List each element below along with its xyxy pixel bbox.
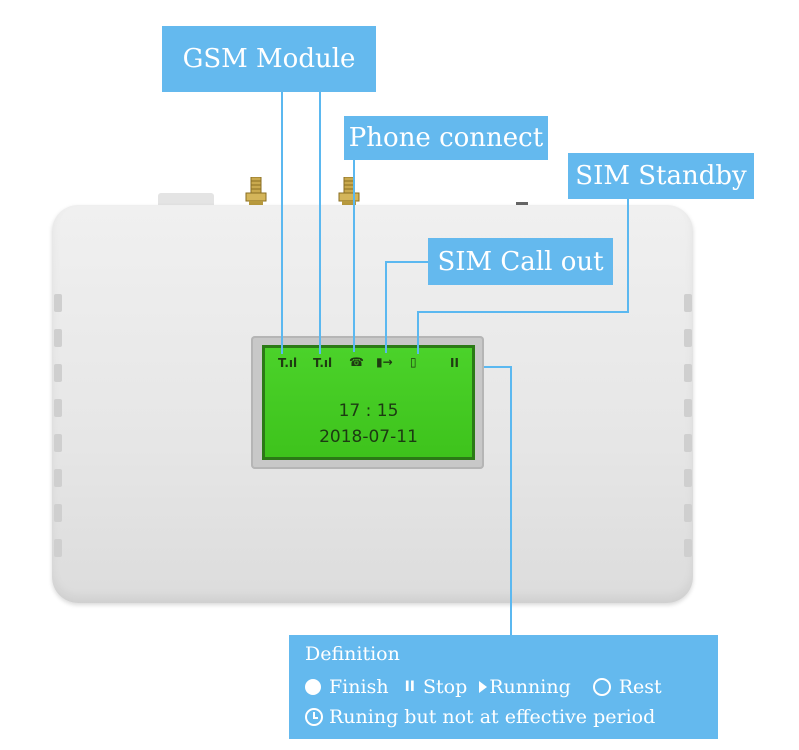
definition-panel: Definition Finish II Stop Running Rest R… — [289, 635, 718, 739]
gsm-signal-2-icon: T.ıl — [313, 356, 332, 370]
running-not-effective-label: Runing but not at effective period — [329, 706, 655, 728]
stop-label: Stop — [423, 676, 467, 698]
sim-standby-icon: ▯ — [410, 355, 417, 369]
vent-slot — [54, 399, 62, 417]
clock-icon — [305, 708, 323, 726]
callout-line-sim-call-out-h — [385, 261, 429, 263]
vent-slot — [684, 329, 692, 347]
sim-call-out-icon: ▮→ — [376, 355, 393, 369]
vent-slot — [54, 539, 62, 557]
vent-slot — [684, 364, 692, 382]
callout-line-status — [510, 366, 512, 636]
definition-stop: II Stop — [389, 676, 468, 698]
definition-running: Running — [467, 676, 571, 698]
pause-icon: II — [405, 679, 415, 695]
vent-slot — [54, 504, 62, 522]
vent-slot — [684, 504, 692, 522]
definition-row-1: Finish II Stop Running Rest — [305, 676, 662, 698]
rest-label: Rest — [619, 676, 662, 698]
label-gsm-module: GSM Module — [162, 26, 376, 92]
vent-slot — [54, 329, 62, 347]
vent-slot — [684, 294, 692, 312]
vent-slot — [684, 469, 692, 487]
callout-line-status-h — [484, 366, 512, 368]
finish-label: Finish — [329, 676, 389, 698]
vent-slot — [54, 364, 62, 382]
callout-line-gsm-1 — [281, 92, 283, 354]
label-sim-standby: SIM Standby — [568, 153, 754, 199]
callout-line-sim-standby-h — [417, 311, 629, 313]
definition-finish: Finish — [305, 676, 389, 698]
antenna-connector-1 — [243, 177, 269, 207]
callout-line-phone — [353, 160, 355, 352]
antenna-connector-2 — [336, 177, 362, 207]
callout-line-gsm-2 — [319, 92, 321, 354]
vent-slot — [54, 294, 62, 312]
label-sim-call-out: SIM Call out — [428, 238, 613, 285]
callout-line-sim-standby-v — [417, 311, 419, 354]
gsm-signal-1-icon: T.ıl — [278, 356, 297, 370]
finish-circle-icon — [305, 679, 321, 695]
vent-slot — [684, 399, 692, 417]
definition-row-2: Runing but not at effective period — [305, 706, 655, 728]
callout-line-sim-standby — [627, 199, 629, 311]
vent-slot — [54, 469, 62, 487]
definition-title: Definition — [305, 643, 400, 665]
vent-slot — [54, 434, 62, 452]
callout-line-sim-call-out — [385, 261, 387, 353]
rest-circle-icon — [593, 678, 611, 696]
status-pause-icon: II — [450, 356, 459, 370]
label-phone-connect: Phone connect — [344, 116, 548, 160]
lcd-date: 2018-07-11 — [262, 427, 475, 447]
lcd-time: 17 : 15 — [262, 401, 475, 421]
definition-rest: Rest — [571, 676, 662, 698]
vent-slot — [684, 434, 692, 452]
vent-slot — [684, 539, 692, 557]
phone-icon: ☎ — [349, 355, 364, 369]
running-label: Running — [489, 676, 571, 698]
play-icon — [479, 681, 487, 693]
